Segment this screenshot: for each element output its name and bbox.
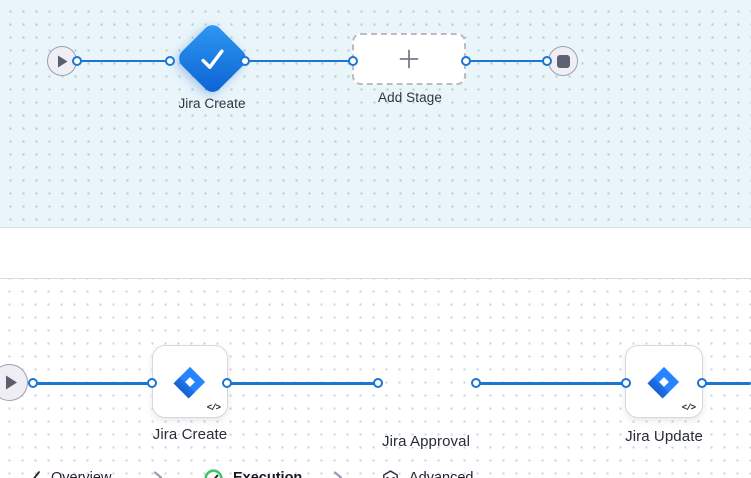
tab-advanced-label: Advanced [409, 470, 474, 478]
port[interactable] [697, 378, 707, 388]
edge-jiracreate-to-approval [227, 381, 378, 385]
edge-start-to-stage [77, 60, 170, 63]
code-badge: </> [681, 403, 696, 413]
add-stage-button[interactable] [352, 33, 466, 85]
port[interactable] [621, 378, 631, 388]
pipeline-end-node [548, 46, 578, 76]
execution-steps-canvas[interactable]: </> Jira Create Jira Approval </> Jira U… [0, 279, 751, 478]
tab-execution[interactable]: Execution [204, 465, 302, 478]
edge-start-to-jiracreate [33, 381, 152, 385]
port[interactable] [28, 378, 38, 388]
port[interactable] [72, 56, 82, 66]
plus-icon [399, 49, 419, 69]
stage-label: Jira Create [178, 96, 246, 111]
play-icon [57, 55, 67, 67]
check-icon [33, 471, 40, 478]
port[interactable] [542, 56, 552, 66]
add-stage-label: Add Stage [378, 90, 442, 105]
port[interactable] [471, 378, 481, 388]
port[interactable] [165, 56, 175, 66]
edge-addstage-to-end [466, 60, 548, 63]
edge-stage-to-addstage [245, 60, 353, 63]
jira-icon [647, 366, 680, 399]
code-badge: </> [206, 403, 221, 413]
port[interactable] [373, 378, 383, 388]
tab-advanced[interactable]: Advanced [382, 465, 474, 478]
port[interactable] [147, 378, 157, 388]
stop-icon [556, 54, 570, 68]
step-label: Jira Approval [381, 433, 470, 450]
tab-overview-label: Overview [51, 470, 112, 478]
step-label: Jira Update [625, 428, 703, 445]
chevron-right-icon [333, 471, 343, 478]
step-label: Jira Create [152, 426, 228, 443]
edge-jiraupdate-out [702, 381, 751, 385]
stage-config-tab-bar: Overview Execution Advanced [0, 227, 751, 478]
port[interactable] [461, 56, 471, 66]
stage-node-jira-create[interactable] [175, 21, 250, 96]
success-check-circle-icon [204, 468, 223, 478]
tab-overview[interactable]: Overview [23, 465, 111, 478]
pipeline-stage-canvas[interactable]: Jira Create Add Stage [0, 0, 751, 227]
jira-icon [173, 366, 206, 399]
port[interactable] [222, 378, 232, 388]
edge-approval-to-jiraupdate [476, 381, 626, 385]
cube-layers-icon [383, 469, 398, 478]
port[interactable] [348, 56, 358, 66]
execution-start-node [0, 364, 28, 401]
check-icon [201, 48, 224, 69]
play-icon [5, 375, 17, 390]
chevron-right-icon [153, 471, 163, 478]
step-node-jira-update[interactable]: </> [625, 345, 703, 418]
tab-execution-label: Execution [233, 470, 303, 478]
step-node-jira-create[interactable]: </> [152, 345, 228, 418]
port[interactable] [240, 56, 250, 66]
